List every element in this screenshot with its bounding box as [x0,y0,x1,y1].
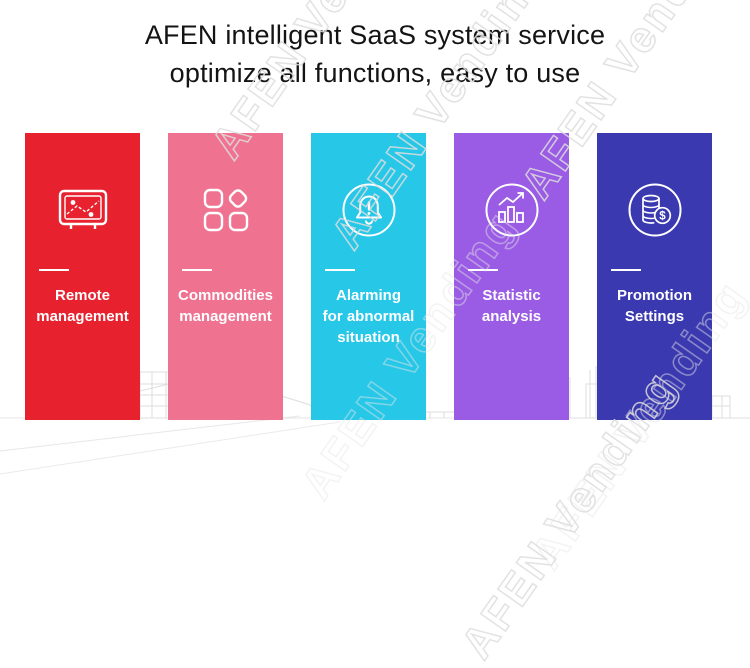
card-promotion-settings: $ Promotion Settings [597,133,712,420]
card-label-line: management [179,308,272,325]
card-statistic-analysis: Statistic analysis [454,133,569,420]
page-title: AFEN intelligent SaaS system service opt… [0,16,750,92]
card-label: Alarming for abnormal situation [315,285,422,348]
card-label-line: Statistic [482,287,541,304]
card-label-line: for abnormal [322,308,415,325]
card-label-line: situation [337,329,400,346]
card-divider [325,269,355,271]
card-label-line: Commodities [177,287,273,304]
card-alarming: Alarming for abnormal situation [311,133,426,420]
card-label: Statistic analysis [458,285,565,327]
card-label: Commodities management [172,285,279,327]
commodities-management-icon [168,179,283,241]
card-divider [182,269,212,271]
statistic-analysis-icon [454,179,569,241]
card-divider [611,269,641,271]
card-label-line: Settings [624,308,685,325]
card-label-line: Promotion [617,287,692,304]
promotion-settings-icon: $ [597,179,712,241]
card-label: Promotion Settings [601,285,708,327]
card-label-line: Alarming [335,287,401,304]
card-remote-management: Remote management [25,133,140,420]
title-line-2: optimize all functions, easy to use [169,58,581,88]
card-label-line: Remote [54,287,110,304]
alarm-bell-icon [311,179,426,241]
remote-management-icon [25,179,140,241]
card-divider [39,269,69,271]
title-line-1: AFEN intelligent SaaS system service [144,20,606,50]
card-label-line: management [36,308,129,325]
feature-cards-row: Remote management Commodities managemen [25,133,712,420]
card-commodities-management: Commodities management [168,133,283,420]
card-label-line: analysis [481,308,542,325]
card-divider [468,269,498,271]
card-label: Remote management [29,285,136,327]
svg-text:$: $ [659,211,666,223]
